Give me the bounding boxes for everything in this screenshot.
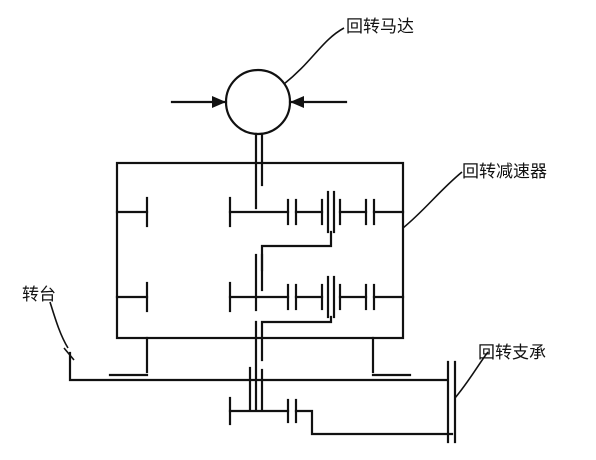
reducer-label: 回转减速器 xyxy=(462,162,547,182)
output-shaft xyxy=(228,320,454,436)
motor xyxy=(170,68,348,136)
planetary-stage-1 xyxy=(115,190,405,272)
bearing-label: 回转支承 xyxy=(478,343,546,363)
motor-label: 回转马达 xyxy=(346,17,414,37)
leader-lines xyxy=(49,27,489,399)
slewing-bearing xyxy=(446,360,457,444)
turntable-plate xyxy=(63,347,449,382)
planetary-stage-2 xyxy=(115,253,405,362)
turntable-label: 转台 xyxy=(22,285,56,305)
mounting-feet xyxy=(108,336,412,377)
input-shaft xyxy=(254,132,264,210)
reducer-housing xyxy=(115,161,405,340)
